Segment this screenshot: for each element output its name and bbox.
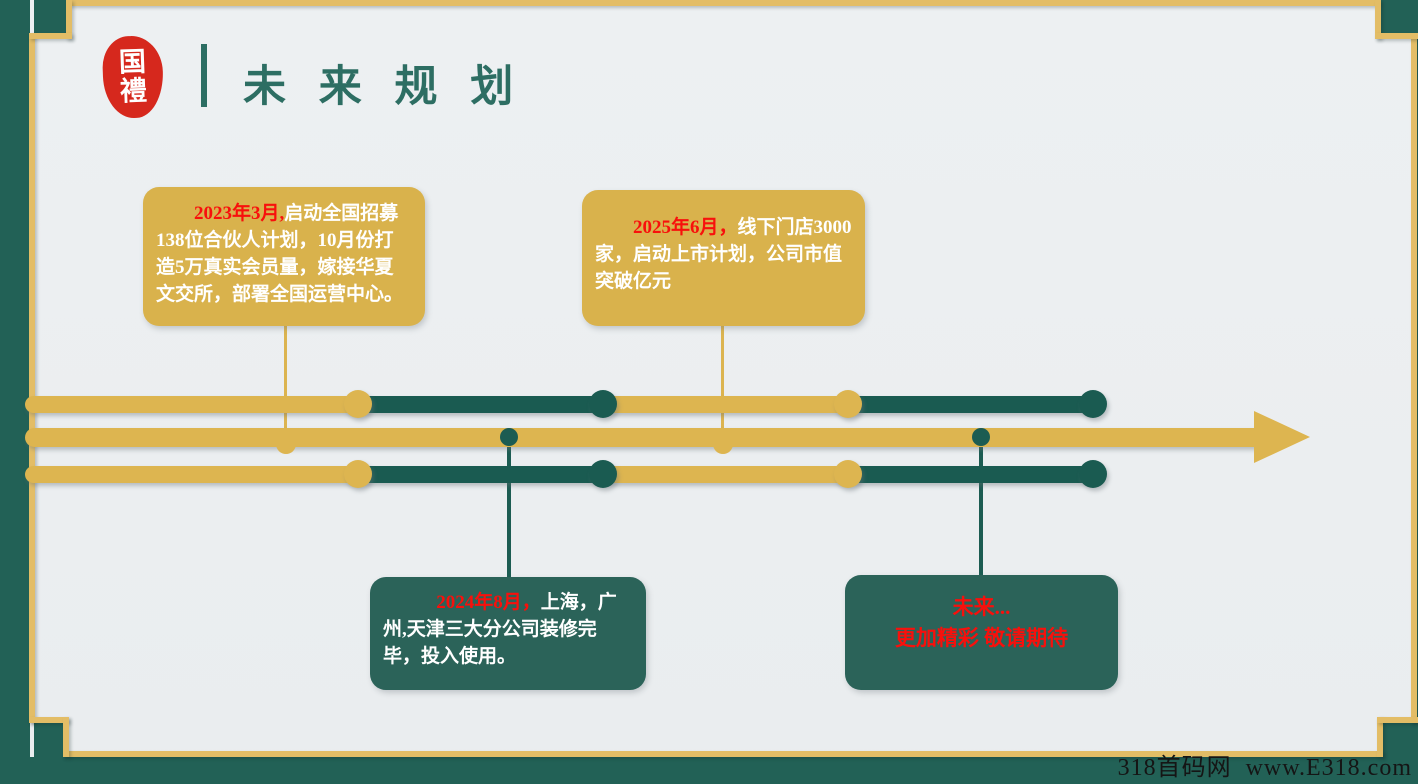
timeline-top-dot-3 [834,390,862,418]
frame-gold-step-tl-h [29,33,72,39]
timeline-top-segment-gold-1 [25,396,358,413]
frame-notch-bottom-right [1381,722,1417,757]
timeline-top-segment-gold-2 [602,396,847,413]
connector-box2 [721,325,724,437]
frame-gold-bottom [63,751,1383,757]
callout-2023-date: 2023年3月, [194,203,285,224]
seal-char-top: 国 [118,46,147,78]
callout-2025-text: 2025年6月，线下门店3000家，启动上市计划，公司市值突破亿元 [595,214,853,295]
frame-gold-step-bl-v [63,717,69,757]
callout-future: 未来... 更加精彩 敬请期待 [845,575,1118,690]
timeline-top-segment-teal-2 [847,396,1093,413]
timeline-bottom-dot-2 [589,460,617,488]
timeline-middle-bar [25,428,1258,447]
seal-char-bottom: 禮 [119,75,148,107]
timeline-bottom-segment-gold-2 [602,466,847,483]
callout-2025-body: 线下门店3000家，启动上市计划，公司市值突破亿元 [595,217,852,292]
timeline-bottom-segment-teal-1 [358,466,602,483]
frame-notch-top-right [1379,0,1418,34]
timeline-node-2024 [500,428,518,446]
frame-gold-step-tr-v [1375,0,1381,39]
frame-gold-step-br-v [1377,717,1383,757]
frame-gold-right [1411,36,1417,723]
frame-gold-top [69,0,1379,6]
timeline-top-dot-1 [344,390,372,418]
connector-box3 [507,437,511,578]
callout-2023-text: 2023年3月,启动全国招募138位合伙人计划，10月份打造5万真实会员量，嫁接… [156,200,411,308]
timeline-node-future [972,428,990,446]
watermark-text: 318首码网 www.E318.com [1117,755,1412,781]
timeline-node-2025 [713,434,733,454]
callout-2025-date: 2025年6月， [633,217,738,238]
callout-2024-text: 2024年8月，上海，广州,天津三大分公司装修完毕，投入使用。 [383,589,634,670]
callout-2023-body: 启动全国招募138位合伙人计划，10月份打造5万真实会员量，嫁接华夏文交所，部署… [156,203,404,305]
timeline-arrow-icon [1254,411,1310,463]
header-divider [201,44,207,107]
frame-gold-step-bl-h [29,717,69,723]
connector-box1 [284,325,287,437]
callout-future-line2: 更加精彩 敬请期待 [894,626,1069,650]
timeline-bottom-dot-1 [344,460,372,488]
timeline-top-dot-2 [589,390,617,418]
callout-2024-body: 上海，广州,天津三大分公司装修完毕，投入使用。 [383,592,617,667]
callout-future-line1: 未来... [952,595,1011,619]
callout-2024-date: 2024年8月， [436,592,541,613]
page-title: 未 来 规 划 [243,64,525,111]
frame-gold-step-tl-v [66,0,72,39]
frame-notch-top-left [34,0,72,36]
frame-gold-left [29,33,35,723]
timeline-bottom-dot-4 [1079,460,1107,488]
callout-2023: 2023年3月,启动全国招募138位合伙人计划，10月份打造5万真实会员量，嫁接… [143,187,425,326]
callout-2024: 2024年8月，上海，广州,天津三大分公司装修完毕，投入使用。 [370,577,646,690]
connector-box4 [979,437,983,576]
timeline-top-dot-4 [1079,390,1107,418]
frame-gold-step-br-h [1377,717,1418,723]
frame-gold-step-tr-h [1375,33,1418,39]
timeline-bottom-segment-gold-1 [25,466,358,483]
timeline-top-segment-teal-1 [358,396,602,413]
timeline-bottom-dot-3 [834,460,862,488]
callout-2025: 2025年6月，线下门店3000家，启动上市计划，公司市值突破亿元 [582,190,865,326]
timeline-node-2023 [276,434,296,454]
timeline-bottom-segment-teal-2 [847,466,1093,483]
